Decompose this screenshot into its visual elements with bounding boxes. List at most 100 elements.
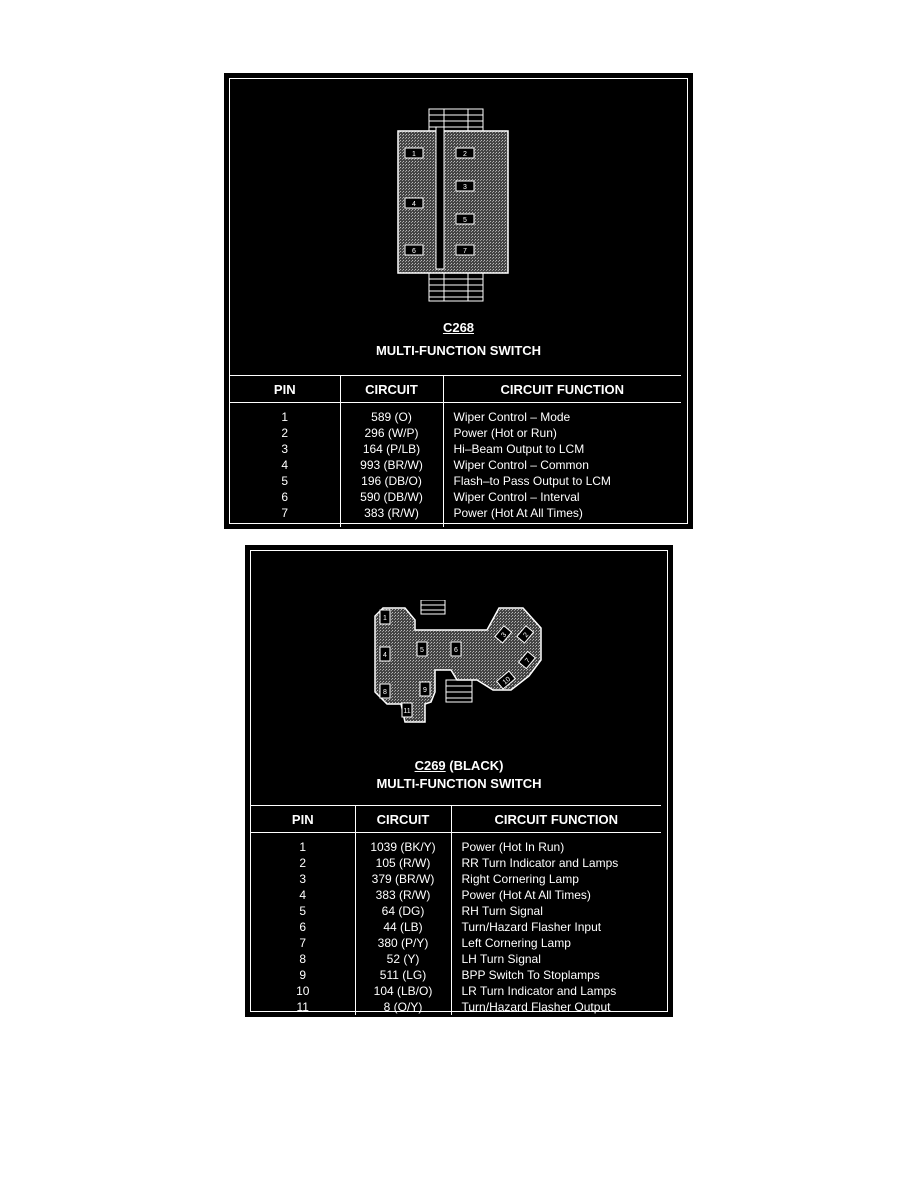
cell-pin: 6 [299, 920, 307, 934]
table-header: PIN CIRCUIT CIRCUIT FUNCTION [230, 375, 681, 403]
cell-circuit: 296 (W/P) [339, 425, 443, 441]
cell-function: Wiper Control – Mode [442, 409, 681, 425]
cell-circuit: 383 (R/W) [339, 505, 443, 521]
cell-pin: 10 [296, 984, 310, 998]
table-row: 3 164 (P/LB)Hi–Beam Output to LCM [230, 441, 681, 457]
cell-circuit: 105 (R/W) [354, 855, 451, 871]
cell-pin: 1 [299, 840, 307, 854]
table-row: 7 383 (R/W)Power (Hot At All Times) [230, 505, 681, 521]
cell-circuit: 589 (O) [339, 409, 443, 425]
pin-label: 8 [383, 689, 387, 696]
table-row: 1 589 (O)Wiper Control – Mode [230, 409, 681, 425]
table-row: 2 296 (W/P)Power (Hot or Run) [230, 425, 681, 441]
cell-pin: 11 [296, 1000, 309, 1014]
cell-circuit: 52 (Y) [354, 951, 451, 967]
connector-panel-c268: 1 2 3 4 5 6 7 C268 MULTI-FUNCTION SWITCH… [224, 73, 693, 529]
cell-circuit: 64 (DG) [354, 903, 451, 919]
cell-function: Wiper Control – Interval [442, 489, 681, 505]
header-pin: PIN [230, 375, 340, 403]
cell-pin: 3 [299, 872, 307, 886]
cell-function: RR Turn Indicator and Lamps [450, 855, 661, 871]
cell-function: Turn/Hazard Flasher Output [450, 999, 661, 1015]
table-row: 2 105 (R/W)RR Turn Indicator and Lamps [251, 855, 661, 871]
cell-pin: 7 [299, 936, 307, 950]
cell-pin: 2 [281, 426, 289, 440]
table-row: 9 511 (LG)BPP Switch To Stoplamps [251, 967, 661, 983]
pin-label: 6 [412, 248, 416, 255]
pin-label: 1 [412, 151, 416, 158]
cell-circuit: 379 (BR/W) [354, 871, 451, 887]
table-row: 4 383 (R/W)Power (Hot At All Times) [251, 887, 661, 903]
table-row: 1 1039 (BK/Y)Power (Hot In Run) [251, 839, 661, 855]
pin-label: 3 [500, 632, 508, 640]
table-row: 5 196 (DB/O)Flash–to Pass Output to LCM [230, 473, 681, 489]
cell-function: Left Cornering Lamp [450, 935, 661, 951]
connector-id: C268 [442, 320, 475, 335]
pin-label: 10 [502, 676, 513, 686]
cell-function: LH Turn Signal [450, 951, 661, 967]
cell-circuit: 164 (P/LB) [339, 441, 443, 457]
cell-function: Power (Hot or Run) [442, 425, 681, 441]
cell-pin: 6 [281, 490, 289, 504]
cell-pin: 5 [281, 474, 289, 488]
header-circuit: CIRCUIT [354, 805, 451, 833]
cell-function: Hi–Beam Output to LCM [442, 441, 681, 457]
pin-label: 11 [403, 708, 410, 715]
connector-diagram-c268: 1 2 3 4 5 6 7 [397, 108, 509, 302]
connector-id: C269 (BLACK) [414, 758, 504, 773]
cell-function: Power (Hot At All Times) [442, 505, 681, 521]
cell-circuit: 380 (P/Y) [354, 935, 451, 951]
cell-pin: 8 [299, 952, 307, 966]
connector-name: MULTI-FUNCTION SWITCH [375, 343, 542, 358]
cell-circuit: 104 (LB/O) [354, 983, 451, 999]
header-pin: PIN [251, 805, 355, 833]
pin-label: 7 [463, 248, 467, 255]
cell-circuit: 993 (BR/W) [339, 457, 443, 473]
table-row: 7 380 (P/Y)Left Cornering Lamp [251, 935, 661, 951]
cell-function: LR Turn Indicator and Lamps [450, 983, 661, 999]
cell-circuit: 44 (LB) [354, 919, 451, 935]
table-row: 3 379 (BR/W)Right Cornering Lamp [251, 871, 661, 887]
cell-circuit: 383 (R/W) [354, 887, 451, 903]
cell-pin: 7 [281, 506, 289, 520]
cell-circuit: 196 (DB/O) [339, 473, 443, 489]
pin-label: 5 [463, 217, 467, 224]
pin-label: 7 [524, 657, 532, 665]
cell-function: Flash–to Pass Output to LCM [442, 473, 681, 489]
pin-label: 2 [522, 632, 530, 640]
cell-pin: 1 [281, 410, 289, 424]
table-header: PIN CIRCUIT CIRCUIT FUNCTION [251, 805, 661, 833]
cell-pin: 2 [299, 856, 307, 870]
pin-label: 9 [423, 687, 427, 694]
pin-label: 1 [383, 615, 387, 622]
connector-diagram-c269: 1 2 3 4 5 6 7 8 9 10 11 [374, 600, 542, 723]
table-row: 8 52 (Y)LH Turn Signal [251, 951, 661, 967]
cell-function: BPP Switch To Stoplamps [450, 967, 661, 983]
pin-label: 4 [412, 201, 416, 208]
table-row: 10 104 (LB/O)LR Turn Indicator and Lamps [251, 983, 661, 999]
connector-name: MULTI-FUNCTION SWITCH [376, 776, 542, 791]
cell-pin: 9 [299, 968, 307, 982]
pin-labels: 1 2 3 4 5 6 7 [404, 147, 475, 256]
pin-label: 3 [463, 184, 467, 191]
cell-pin: 4 [299, 888, 307, 902]
cell-function: Wiper Control – Common [442, 457, 681, 473]
cell-function: Right Cornering Lamp [450, 871, 661, 887]
cell-circuit: 590 (DB/W) [339, 489, 443, 505]
cell-function: Power (Hot At All Times) [450, 887, 661, 903]
pin-label: 2 [463, 151, 467, 158]
table-row: 11 8 (O/Y)Turn/Hazard Flasher Output [251, 999, 661, 1015]
cell-circuit: 1039 (BK/Y) [354, 839, 451, 855]
cell-function: Power (Hot In Run) [450, 839, 661, 855]
pin-label: 4 [383, 652, 387, 659]
cell-circuit: 8 (O/Y) [354, 999, 451, 1015]
header-circuit: CIRCUIT [339, 375, 443, 403]
pin-label: 6 [454, 647, 458, 654]
cell-circuit: 511 (LG) [354, 967, 451, 983]
cell-pin: 3 [281, 442, 289, 456]
pin-label: 5 [420, 647, 424, 654]
cell-pin: 4 [281, 458, 289, 472]
